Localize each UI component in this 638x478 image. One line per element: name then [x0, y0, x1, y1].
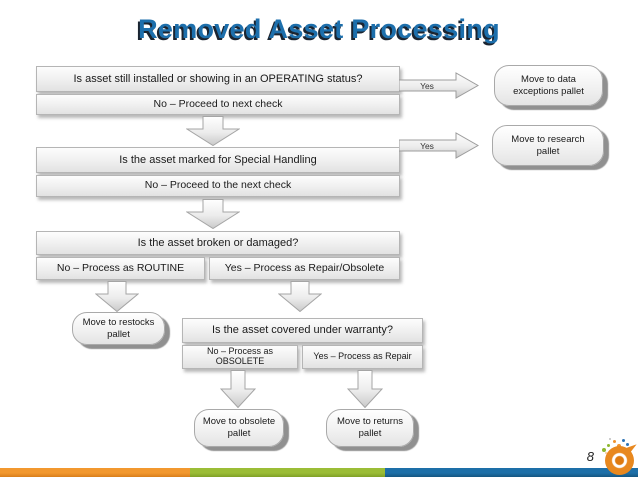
check4-question-box: Is the asset covered under warranty?	[182, 318, 423, 343]
check1-yes-arrow: Yes	[399, 72, 479, 99]
footer-bar-green	[190, 468, 385, 477]
check3-yes-box: Yes – Process as Repair/Obsolete	[209, 257, 400, 280]
check4-no-box: No – Process as OBSOLETE	[182, 345, 298, 369]
pallet-obsolete: Move to obsolete pallet	[194, 409, 284, 447]
check3-no-box: No – Process as ROUTINE	[36, 257, 205, 280]
down-arrow-returns	[347, 370, 383, 408]
footer-bar	[0, 468, 638, 477]
check1-yes-label: Yes	[420, 81, 434, 91]
logo-ring	[605, 446, 634, 475]
slide-title: Removed Asset Processing	[138, 14, 500, 44]
down-arrow-repair-obsolete	[278, 281, 322, 312]
footer-bar-orange	[0, 468, 190, 477]
check2-question-box: Is the asset marked for Special Handling	[36, 147, 400, 173]
check2-yes-label: Yes	[420, 141, 434, 151]
check1-no-box: No – Proceed to next check	[36, 94, 400, 115]
pallet-data-exceptions: Move to data exceptions pallet	[494, 65, 603, 106]
company-logo-icon	[599, 437, 637, 475]
check2-no-box: No – Proceed to the next check	[36, 175, 400, 197]
pallet-restocks: Move to restocks pallet	[72, 312, 165, 345]
pallet-research: Move to research pallet	[492, 125, 604, 166]
down-arrow-obsolete	[220, 370, 256, 408]
page-number: 8	[586, 449, 594, 464]
check1-question-box: Is asset still installed or showing in a…	[36, 66, 400, 92]
check3-question-box: Is the asset broken or damaged?	[36, 231, 400, 255]
footer-bar-blue	[385, 468, 638, 477]
check4-yes-box: Yes – Process as Repair	[302, 345, 423, 369]
pallet-returns: Move to returns pallet	[326, 409, 414, 447]
down-arrow-2	[186, 199, 240, 229]
check2-yes-arrow: Yes	[399, 132, 479, 159]
down-arrow-routine	[95, 281, 139, 312]
down-arrow-1	[186, 116, 240, 146]
